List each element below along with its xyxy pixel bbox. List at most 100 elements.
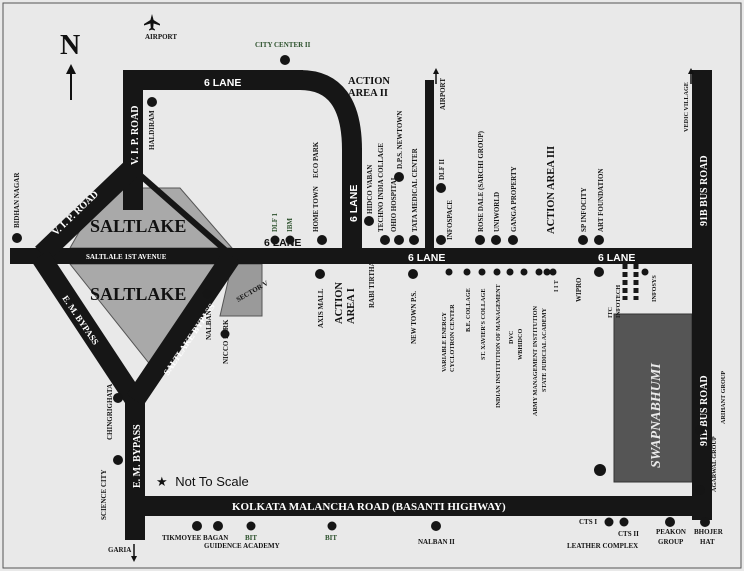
airport-arrow-icon [433,68,439,84]
poi-marker-tikmoyee-bagan [192,521,202,531]
poi-marker-wipro [594,267,604,277]
poi-marker-nicco-park [220,329,230,339]
poi-marker-bit-2 [327,521,337,531]
poi-dvc: DVC [508,331,515,344]
poi-marker-chingrighata [113,393,123,403]
six-lane-mid-left-label: 6 LANE [264,237,301,249]
poi-new-town-ps: NEW TOWN P.S. [410,291,418,344]
poi-marker-uniworld [491,235,501,245]
garia-arrow-icon [131,544,137,562]
action-area-3-label: ACTION AREA III [546,146,557,234]
poi-marker-wbhidco [520,268,528,276]
malancha-road-label: KOLKATA MALANCHA ROAD (BASANTI HIGHWAY) [232,501,506,513]
six-lane-top-road [123,70,303,90]
poi-marker-ohio-hospital [394,235,404,245]
swapnabhumi-area [613,313,693,483]
poi-marker-bidhan-nagar [12,233,22,243]
not-to-scale-note: ★ Not To Scale [156,474,249,489]
avenue-label: SALTLALE 1ST AVENUE [86,253,167,261]
poi-rabi-tirtha: RABI TIRTHA [368,262,376,309]
vip-road-diagonal [35,160,139,262]
poi-sp-infocity: SP INFOCITY [580,187,588,232]
poi-marker-iit [549,268,557,276]
em-bypass-diagonal [31,250,144,406]
poi-marker-peakon-group [665,517,675,527]
saltlake-upper-label: SALTLAKE [90,216,186,236]
poi-marker-art-foundation [594,235,604,245]
poi-marker-city-centre-2 [280,55,290,65]
vedic-village-arrow-icon [688,68,694,84]
action-area-1-label: ACTION AREA I [334,279,357,324]
poi-wipro: WIPRO [575,277,583,302]
poi-ohio-hospital: OHIO HOSPITAL [390,175,398,232]
poi-bit-2: BIT [325,534,337,542]
saltlake-bypass-road [126,250,241,406]
poi-marker-agarwal-group [695,485,705,495]
poi-dlf1: DLF 1 [271,213,279,232]
poi-marker-itc-infotech [594,464,606,476]
poi-marker-rose-dale [475,235,485,245]
poi-army-mgmt: ARMY MANAGEMENT INSTITUTION [532,305,539,416]
north-arrow-icon [66,64,76,100]
poi-axis-mall: AXIS MALL [317,288,325,328]
poi-marker-guidence-academy [213,521,223,531]
airplane-icon [144,14,160,31]
poi-marker-state-judicial [543,268,551,276]
action-area-2-label: ACTION AREA II [348,76,393,99]
poi-marker-nalban [202,289,212,299]
poi-marker-army-mgmt [535,268,543,276]
poi-iim: INDIAN INSTITUTION OF MANAGEMENT [495,283,502,408]
poi-peakon-group: PEAKON GROUP [656,528,688,546]
bus-road-lower-label: 91B BUS ROAD [699,375,710,446]
poi-marker-axis-mall [315,269,325,279]
poi-science-city: SCIENCE CITY [100,470,108,520]
six-lane-mid-right-label: 6 LANE [598,252,635,264]
poi-marker-sp-infocity [578,235,588,245]
poi-cts-1: CTS I [579,518,597,526]
poi-marker-hidco-vaban [364,216,374,226]
saltlake-lower-label: SALTLAKE [90,284,186,304]
six-lane-top-label: 6 LANE [204,77,241,89]
bus-road-upper-label: 91B BUS ROAD [699,155,710,226]
poi-marker-cts-1 [604,517,614,527]
poi-arihant-group: ARIHANT GROUP [720,371,727,424]
poi-marker-arihant-group [695,425,705,435]
main-six-lane-road [10,248,710,264]
poi-be-college: B.E. COLLAGE [465,288,472,332]
poi-home-town: HOME TOWN [312,186,320,232]
poi-marker-ibm [285,235,295,245]
poi-marker-techno-india [380,235,390,245]
poi-marker-infosys [641,268,649,276]
poi-marker-iim [493,268,501,276]
poi-marker-tata-medical [409,235,419,245]
poi-st-xaviers: ST. XAVIER'S COLLAGE [480,289,487,360]
poi-city-centre-2: CITY CENTER II [255,41,311,49]
poi-marker-home-town [317,235,327,245]
bus-road-91b [692,70,712,520]
poi-eco-park: ECO PARK [312,141,320,178]
poi-tikmoyee-bagan: TIKMOYEE BAGAN [162,534,228,542]
north-letter: N [60,30,80,61]
poi-marker-be-college [463,268,471,276]
poi-hidco-vaban: HIDCO VABAN [366,165,374,214]
airport-road [425,80,434,250]
poi-nalban: NALBAN [205,310,213,340]
poi-marker-ganga-property [508,235,518,245]
star-icon: ★ [156,474,168,489]
poi-garia: GARIA [108,546,131,554]
poi-tata-medical: TATA MEDICAL CENTER [411,147,419,232]
poi-wbhidco: WBHIDCO [517,329,524,360]
poi-uniworld: UNIWORLD [493,192,501,232]
poi-marker-science-city [113,455,123,465]
poi-marker-cts-2 [619,517,629,527]
poi-techno-india: TECHNO INDIA COLLAGE [377,143,385,232]
em-bypass-vertical [125,390,145,540]
poi-haldiram: HALDIRAM [148,110,156,150]
poi-chingrighata: CHINGRIGHATA [106,384,114,440]
six-lane-vert-label: 6 LANE [348,185,360,222]
six-lane-mid-center-label: 6 LANE [408,252,445,264]
six-lane-curve [299,70,362,151]
poi-marker-st-xaviers [478,268,486,276]
poi-guidence-academy: GUIDENCE ACADEMY [204,542,280,550]
